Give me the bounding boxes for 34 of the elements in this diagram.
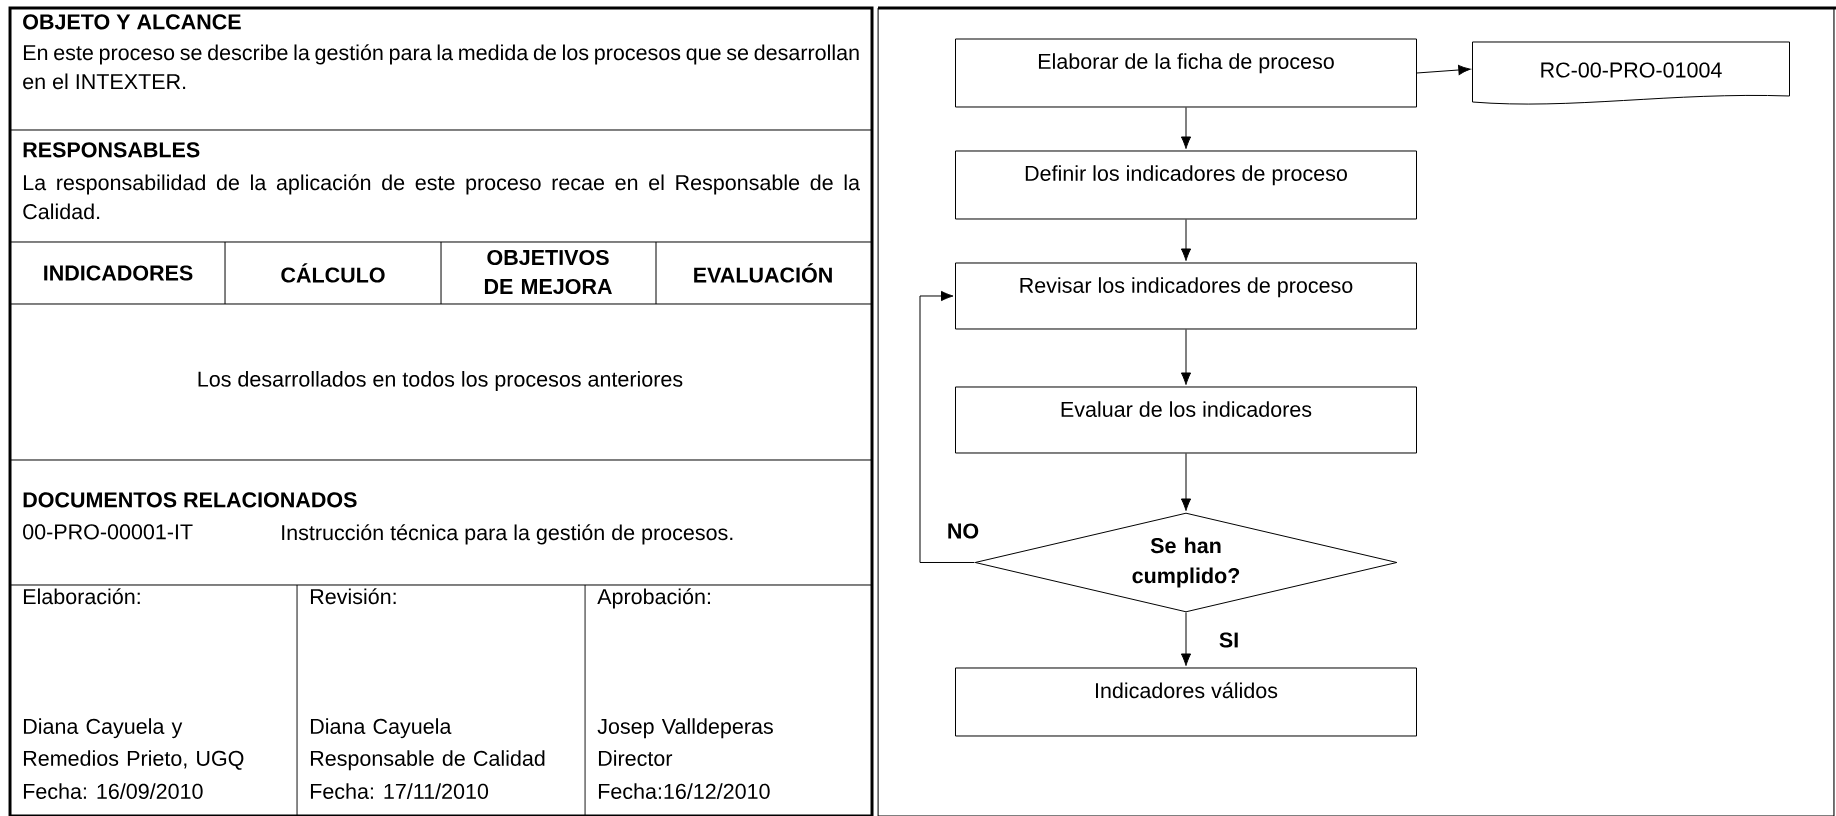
document-code: 00-PRO-00001-IT: [23, 524, 193, 540]
edge-label: SI: [1217, 631, 1241, 649]
signature-label: Aprobación:: [597, 588, 710, 609]
signature-label: Revisión:: [310, 588, 396, 605]
section-heading: RESPONSABLES: [23, 142, 200, 158]
arrow: [919, 290, 975, 563]
signature-date: Fecha: 17/11/2010: [310, 783, 489, 799]
arrow: [1180, 612, 1192, 666]
process-box: Revisar los indicadores de proceso: [955, 262, 1417, 330]
process-box: Elaborar de la ficha de proceso: [955, 38, 1417, 108]
section-heading: OBJETO Y ALCANCE: [23, 14, 241, 30]
paragraph: En este proceso se describe la gestión para la medida de los procesos que se desarrollan en el INTEXTER.: [23, 44, 859, 90]
column-header: INDICADORES: [44, 265, 193, 281]
arrow: [1180, 329, 1192, 385]
column-header: EVALUACIÓN: [694, 263, 832, 283]
column-header: CÁLCULO: [281, 263, 385, 283]
arrow: [1180, 107, 1192, 149]
signatory-name: Diana Cayuela Responsable de Calidad: [310, 718, 545, 771]
arrow: [1180, 219, 1192, 261]
signatory-name: Diana Cayuela y Remedios Prieto, UGQ: [23, 718, 244, 770]
column-header: OBJETIVOS DE MEJORA: [484, 249, 612, 295]
paragraph: La responsabilidad de la aplicación de este proceso recae en el Responsable de la Calidad.: [23, 174, 860, 220]
arrow: [1180, 453, 1192, 511]
signature-date: Fecha:16/12/2010: [598, 783, 770, 799]
document-title: Instrucción técnica para la gestión de procesos.: [282, 524, 733, 545]
signature-date: Fecha: 16/09/2010: [23, 783, 203, 799]
process-box: Definir los indicadores de proceso: [955, 150, 1417, 220]
arrow: [1416, 64, 1471, 76]
signatory-name: Josep Valldeperas Director: [597, 718, 773, 766]
table-cell: Los desarrollados en todos los procesos anteriores: [198, 371, 683, 392]
process-box: Evaluar de los indicadores: [955, 386, 1417, 454]
process-box: Indicadores válidos: [955, 667, 1417, 737]
signature-label: Elaboración:: [23, 588, 140, 605]
section-heading: DOCUMENTOS RELACIONADOS: [23, 492, 357, 508]
